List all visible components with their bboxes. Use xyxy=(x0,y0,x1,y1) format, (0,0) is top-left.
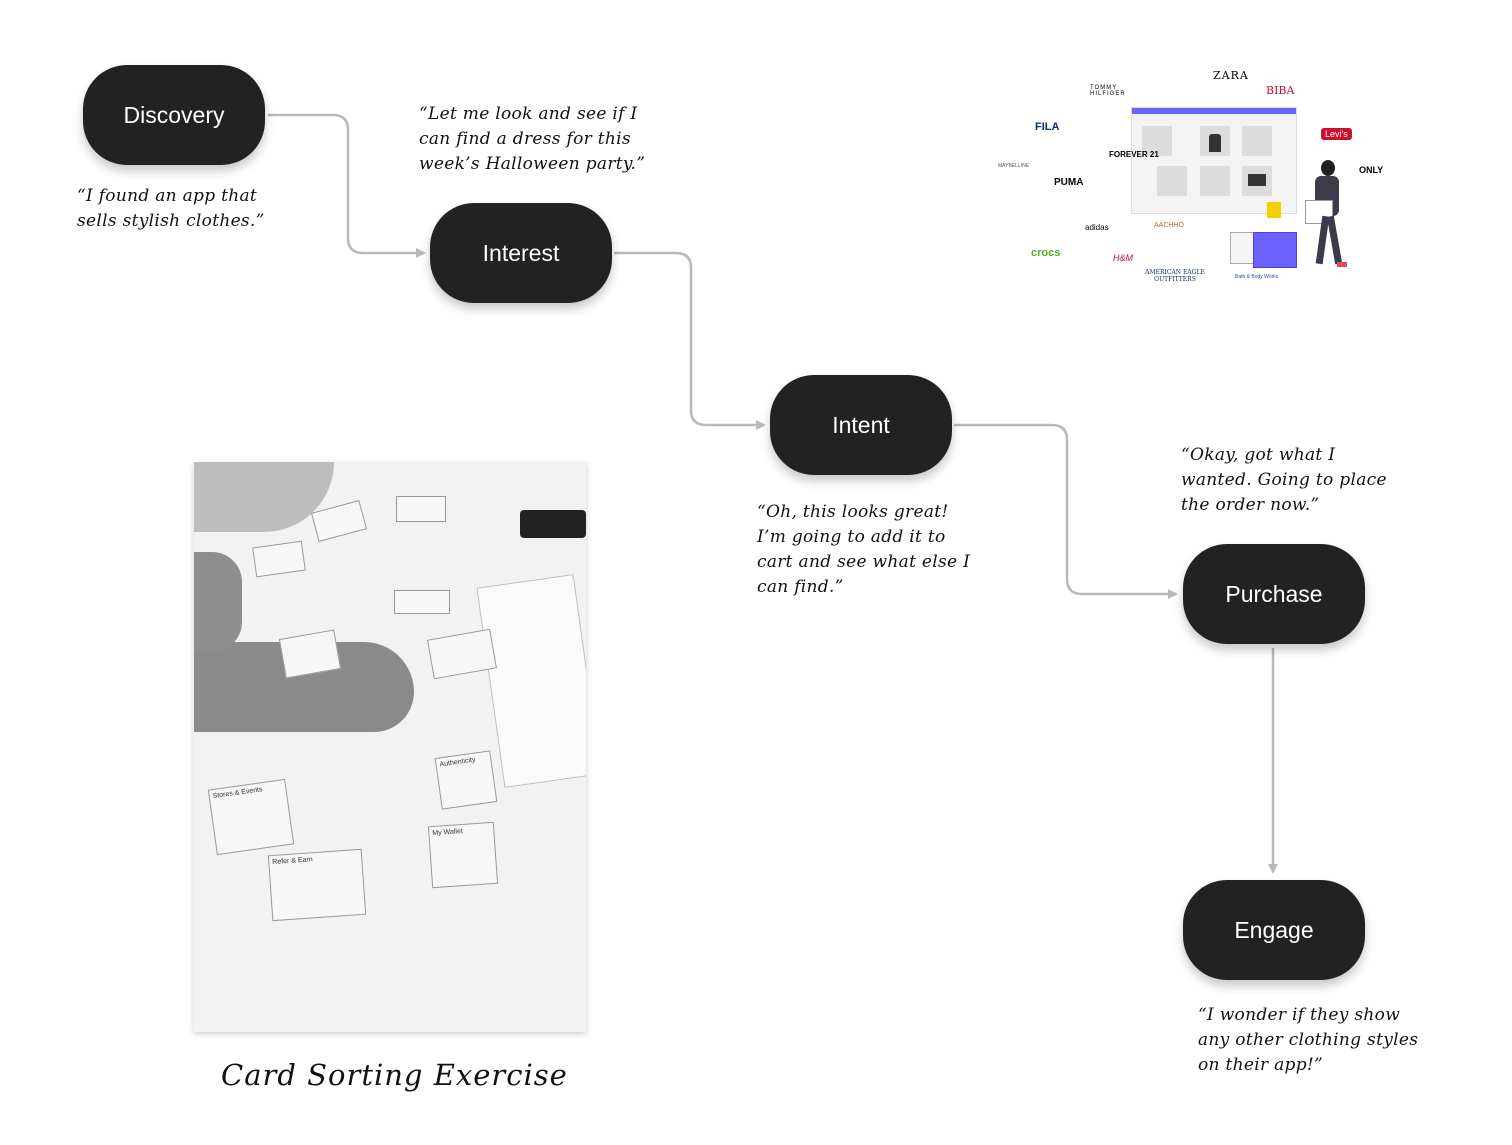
brand-logo: Bath & Body Works xyxy=(1235,274,1279,280)
box-graphic xyxy=(1253,232,1297,268)
quote-purchase: “Okay, got what I wanted. Going to place… xyxy=(1181,445,1387,515)
tag-graphic xyxy=(1267,202,1281,218)
quote-interest: “Let me look and see if I can find a dre… xyxy=(419,104,646,174)
quote-discovery: “I found an app that sells stylish cloth… xyxy=(77,186,265,231)
connector-intent-purchase xyxy=(954,423,1178,599)
brand-logo: FOREVER 21 xyxy=(1109,150,1159,159)
stage-label: Intent xyxy=(832,411,890,438)
brand-logo: AACHHO xyxy=(1154,222,1184,229)
stage-label: Purchase xyxy=(1225,580,1323,607)
brand-logo: ONLY xyxy=(1359,165,1384,175)
photo-caption: Card Sorting Exercise xyxy=(221,1058,568,1092)
connector-discovery-interest xyxy=(268,113,426,258)
quote-engage: “I wonder if they show any other clothin… xyxy=(1198,1005,1419,1075)
brand-logo: TOMMY HILFIGER xyxy=(1090,85,1126,97)
stage-label: Discovery xyxy=(123,101,225,128)
photo-card: My Wallet xyxy=(427,821,499,889)
brand-logo: MAYBELLINE xyxy=(998,163,1030,169)
stage-node-intent: Intent xyxy=(770,375,952,475)
shopper-figure xyxy=(1305,160,1355,270)
stage-node-discovery: Discovery xyxy=(83,65,265,165)
arm-graphic xyxy=(194,552,242,652)
brand-logo: ZARA xyxy=(1213,69,1249,82)
card-sorting-photo: Authenticity My Wallet Stores & Events R… xyxy=(194,462,586,1032)
brand-logo: PUMA xyxy=(1054,177,1084,188)
quote-intent: “Oh, this looks great! I’m going to add … xyxy=(757,502,971,597)
brand-logo: Levi's xyxy=(1321,128,1352,140)
connector-interest-intent xyxy=(614,251,766,430)
stage-label: Engage xyxy=(1234,916,1314,943)
photo-card: Stores & Events xyxy=(207,778,295,856)
brand-logo: FILA xyxy=(1035,121,1060,133)
stage-node-purchase: Purchase xyxy=(1183,544,1365,644)
stage-label: Interest xyxy=(482,239,560,266)
stage-node-engage: Engage xyxy=(1183,880,1365,980)
stage-node-interest: Interest xyxy=(430,203,612,303)
photo-card xyxy=(394,590,450,614)
brand-logo: adidas xyxy=(1085,223,1109,232)
brand-logo: BIBA xyxy=(1266,84,1295,97)
photo-card: Refer & Earn xyxy=(267,848,367,922)
brand-logo: H&M xyxy=(1113,253,1133,263)
browser-window-graphic xyxy=(1131,107,1297,214)
phone xyxy=(520,510,586,538)
photo-card xyxy=(396,496,446,522)
brand-logo: AMERICAN EAGLE OUTFITTERS xyxy=(1145,269,1205,283)
shopping-illustration: ZARA TOMMY HILFIGER BIBA FILA Levi's MAY… xyxy=(995,60,1415,295)
brand-logo: crocs xyxy=(1031,247,1061,259)
photo-card: Authenticity xyxy=(434,750,498,810)
